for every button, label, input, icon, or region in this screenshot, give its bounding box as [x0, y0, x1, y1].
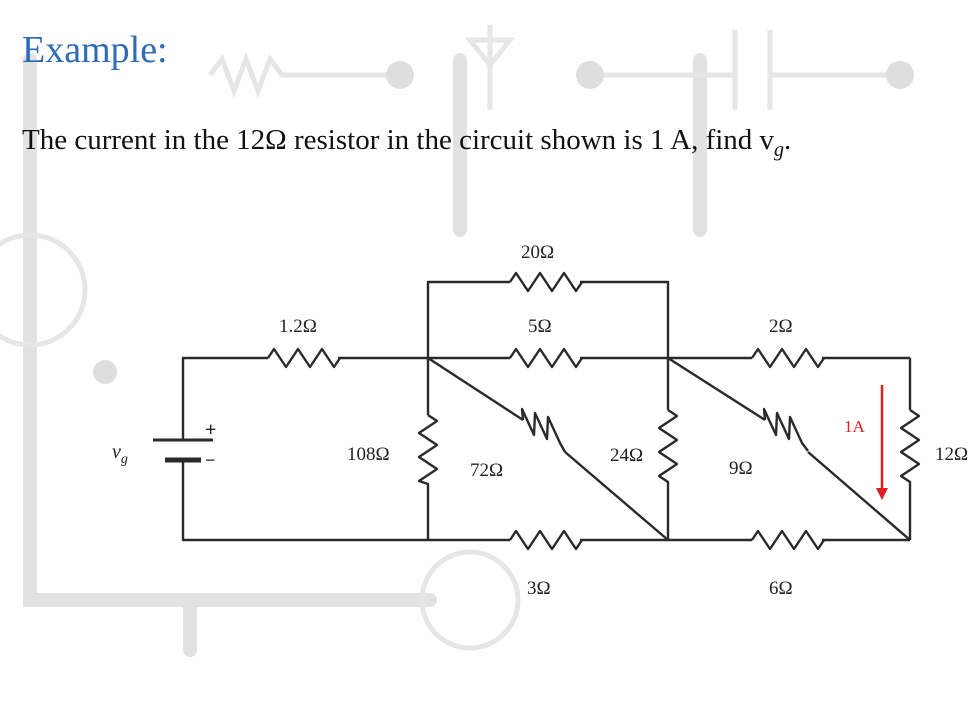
watermark-capacitor-icon: [590, 30, 900, 110]
wire-72ohm: [427, 356, 669, 541]
wire-left-bottom: [181, 460, 428, 542]
current-label: 1A: [844, 417, 866, 436]
problem-variable-subscript: g: [774, 139, 785, 161]
label-24ohm: 24Ω: [610, 445, 643, 466]
label-1-2ohm: 1.2Ω: [279, 316, 317, 337]
resistor-6ohm: [751, 529, 825, 551]
resistor-2ohm: [751, 347, 825, 369]
source-plus-sign: +: [205, 419, 216, 441]
current-indicator: 1A: [844, 385, 888, 500]
current-arrow-head: [876, 488, 888, 500]
label-72ohm: 72Ω: [470, 460, 503, 481]
label-9ohm: 9Ω: [729, 458, 753, 479]
circuit-wires: [181, 280, 912, 542]
resistor-3ohm: [509, 529, 583, 551]
source-minus-sign: −: [205, 450, 215, 470]
watermark-source-icon: [0, 232, 88, 348]
resistor-72ohm: [520, 407, 567, 453]
resistor-20ohm: [509, 271, 583, 293]
problem-text: The current in the 12Ω resistor in the c…: [22, 124, 775, 156]
wire-20ohm-loop: [426, 280, 670, 358]
wire-9ohm: [667, 356, 911, 541]
resistor-24ohm: [657, 409, 679, 490]
problem-period: .: [784, 124, 792, 156]
label-12ohm: 12Ω: [935, 444, 968, 465]
source-label-v: v: [112, 441, 121, 463]
label-2ohm: 2Ω: [769, 316, 793, 337]
label-20ohm: 20Ω: [521, 242, 554, 263]
watermark-meter-icon: [419, 549, 521, 651]
label-5ohm: 5Ω: [528, 316, 552, 337]
label-3ohm: 3Ω: [527, 578, 551, 599]
resistor-5ohm: [509, 347, 583, 369]
wire-left-top: [181, 356, 268, 440]
voltage-source: + − vg: [112, 419, 216, 470]
label-6ohm: 6Ω: [769, 578, 793, 599]
resistor-1-2ohm: [267, 347, 341, 369]
watermark-diode-icon: [464, 25, 516, 110]
problem-statement: The current in the 12Ω resistor in the c…: [22, 124, 971, 162]
label-108ohm: 108Ω: [347, 444, 390, 465]
resistor-108ohm: [417, 414, 439, 486]
source-label: vg: [112, 441, 128, 467]
source-label-subscript: g: [121, 452, 128, 467]
resistor-12ohm: [899, 409, 921, 490]
resistor-9ohm: [762, 407, 809, 452]
watermark-resistor-icon: [208, 51, 400, 99]
example-heading: Example:: [22, 29, 168, 71]
watermark-wire-left: [23, 53, 437, 607]
